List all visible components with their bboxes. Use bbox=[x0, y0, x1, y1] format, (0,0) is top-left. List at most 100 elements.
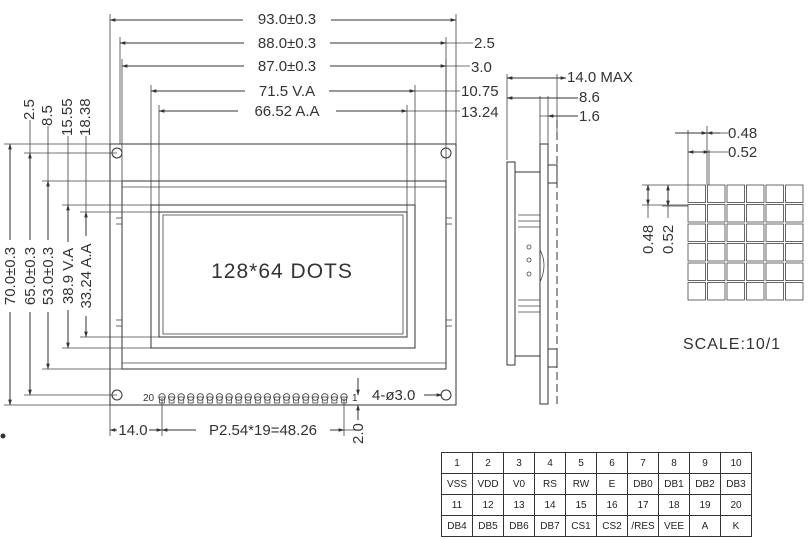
matrix-dot bbox=[726, 243, 745, 262]
matrix-dot bbox=[687, 243, 706, 262]
dim-viewing-area-height: 38.9 V.A bbox=[60, 248, 77, 304]
dim-hole-offset-y: 2.5 bbox=[21, 99, 38, 120]
pin-table-cell: DB4 bbox=[441, 515, 473, 537]
matrix-dot bbox=[707, 262, 726, 281]
pin-table-cell: DB7 bbox=[534, 515, 566, 537]
dim-pin-edge: 2.0 bbox=[350, 423, 367, 444]
pin-table-cell: CS2 bbox=[596, 515, 628, 537]
pin-pad bbox=[273, 393, 281, 401]
pin-table-cell: 19 bbox=[689, 494, 721, 516]
pin-pad bbox=[330, 393, 339, 401]
pin-pad-lead bbox=[331, 396, 338, 404]
pin-table-cell: DB5 bbox=[472, 515, 504, 537]
dim-aa-offset-y: 18.38 bbox=[77, 98, 94, 136]
top-dimensions: 93.0±0.3 88.0±0.3 87.0±0.3 71.5 V.A 66.5… bbox=[109, 11, 457, 212]
pin-table-cell: 12 bbox=[472, 494, 504, 516]
dim-aa-offset-x: 13.24 bbox=[461, 104, 499, 121]
matrix-dot bbox=[687, 204, 706, 223]
matrix-dot bbox=[746, 184, 765, 203]
matrix-dot bbox=[746, 262, 765, 281]
pin-table-cell: 14 bbox=[534, 494, 566, 516]
pin-table-cell: E bbox=[596, 473, 628, 495]
pin-pad-lead bbox=[168, 396, 175, 404]
matrix-dot bbox=[746, 204, 765, 223]
pin-table-cell: DB3 bbox=[720, 473, 752, 495]
pin-pad-lead bbox=[245, 396, 252, 404]
front-view: 128*64 DOTS 20 1 bbox=[109, 143, 457, 406]
matrix-dot bbox=[765, 262, 784, 281]
pin-table-cell: 18 bbox=[658, 494, 690, 516]
matrix-dot bbox=[726, 223, 745, 242]
pin-pad bbox=[186, 393, 195, 401]
pin-table-cell: /RES bbox=[627, 515, 659, 537]
pin-table-cell: 13 bbox=[503, 494, 535, 516]
pin-pad-lead bbox=[178, 396, 185, 404]
matrix-dot bbox=[746, 223, 765, 242]
dim-active-area-height: 33.24 A.A bbox=[78, 243, 95, 308]
matrix-dot bbox=[785, 223, 804, 242]
dim-thickness-max: 14.0 MAX bbox=[567, 69, 633, 86]
pin-pad bbox=[302, 393, 310, 401]
matrix-dot bbox=[785, 282, 804, 301]
dot-pitch-y: 0.52 bbox=[660, 225, 677, 254]
display-label: 128*64 DOTS bbox=[211, 260, 353, 283]
matrix-dot bbox=[746, 243, 765, 262]
pin-table-cell: CS1 bbox=[565, 515, 597, 537]
left-dimensions: 70.0±0.3 65.0±0.3 53.0±0.3 38.9 V.A 33.2… bbox=[2, 98, 159, 406]
pin-pad bbox=[282, 393, 291, 401]
pin-table-cell: 15 bbox=[565, 494, 597, 516]
matrix-dot bbox=[707, 282, 726, 301]
pin-table-cell: 8 bbox=[658, 452, 690, 474]
dot-matrix-detail: 0.48 0.52 0.48 0.52 bbox=[640, 125, 804, 301]
side-glass bbox=[514, 171, 541, 357]
dim-pin-offset: 14.0 bbox=[118, 422, 147, 439]
pin-table-cell: 6 bbox=[596, 452, 628, 474]
matrix-dot bbox=[765, 282, 784, 301]
dim-va-offset-x: 10.75 bbox=[461, 83, 499, 100]
matrix-dot bbox=[726, 282, 745, 301]
matrix-dot bbox=[785, 184, 804, 203]
dot-size-y: 0.48 bbox=[640, 225, 657, 254]
stray-dot-mark bbox=[0, 433, 6, 439]
matrix-dot bbox=[707, 223, 726, 242]
matrix-dot bbox=[687, 262, 706, 281]
matrix-dot bbox=[707, 243, 726, 262]
dim-bezel-offset-y: 8.5 bbox=[39, 105, 56, 126]
pin-pad bbox=[254, 393, 262, 401]
pin-table-cell: VEE bbox=[658, 515, 690, 537]
mounting-hole-bottom-right bbox=[440, 389, 452, 401]
dim-hole-span-height: 65.0±0.3 bbox=[22, 247, 39, 305]
pin-pad-lead bbox=[197, 396, 204, 404]
dot-size-x: 0.48 bbox=[728, 125, 757, 142]
dim-bezel-offset-x: 3.0 bbox=[471, 59, 492, 76]
pin-pad bbox=[225, 393, 233, 401]
matrix-dot bbox=[687, 282, 706, 301]
pin-table-cell: V0 bbox=[503, 473, 535, 495]
right-dimensions: 2.5 3.0 10.75 13.24 bbox=[407, 35, 499, 121]
pin-table-cell: 7 bbox=[627, 452, 659, 474]
matrix-dot bbox=[707, 184, 726, 203]
bezel-frame bbox=[121, 180, 447, 370]
pin-pad-lead bbox=[264, 396, 271, 404]
pcb-outline bbox=[109, 143, 457, 406]
side-pcb bbox=[539, 143, 549, 405]
matrix-dot bbox=[707, 204, 726, 223]
pin-table-cell: VSS bbox=[441, 473, 473, 495]
pin-table-cell: DB6 bbox=[503, 515, 535, 537]
pin-table-cell: A bbox=[689, 515, 721, 537]
pin-table-cell: VDD bbox=[472, 473, 504, 495]
pin-table-cell: RW bbox=[565, 473, 597, 495]
matrix-dot bbox=[785, 262, 804, 281]
matrix-dot bbox=[765, 243, 784, 262]
pin-pad-lead bbox=[312, 396, 319, 404]
pin-table-cell: K bbox=[720, 515, 752, 537]
pin-header-row bbox=[158, 393, 348, 404]
pin-table-cell: DB0 bbox=[627, 473, 659, 495]
pin-pad bbox=[167, 393, 176, 401]
pin-pad-lead bbox=[216, 396, 223, 404]
pin-pad-lead bbox=[293, 396, 300, 404]
pin-pad-lead bbox=[206, 396, 213, 404]
